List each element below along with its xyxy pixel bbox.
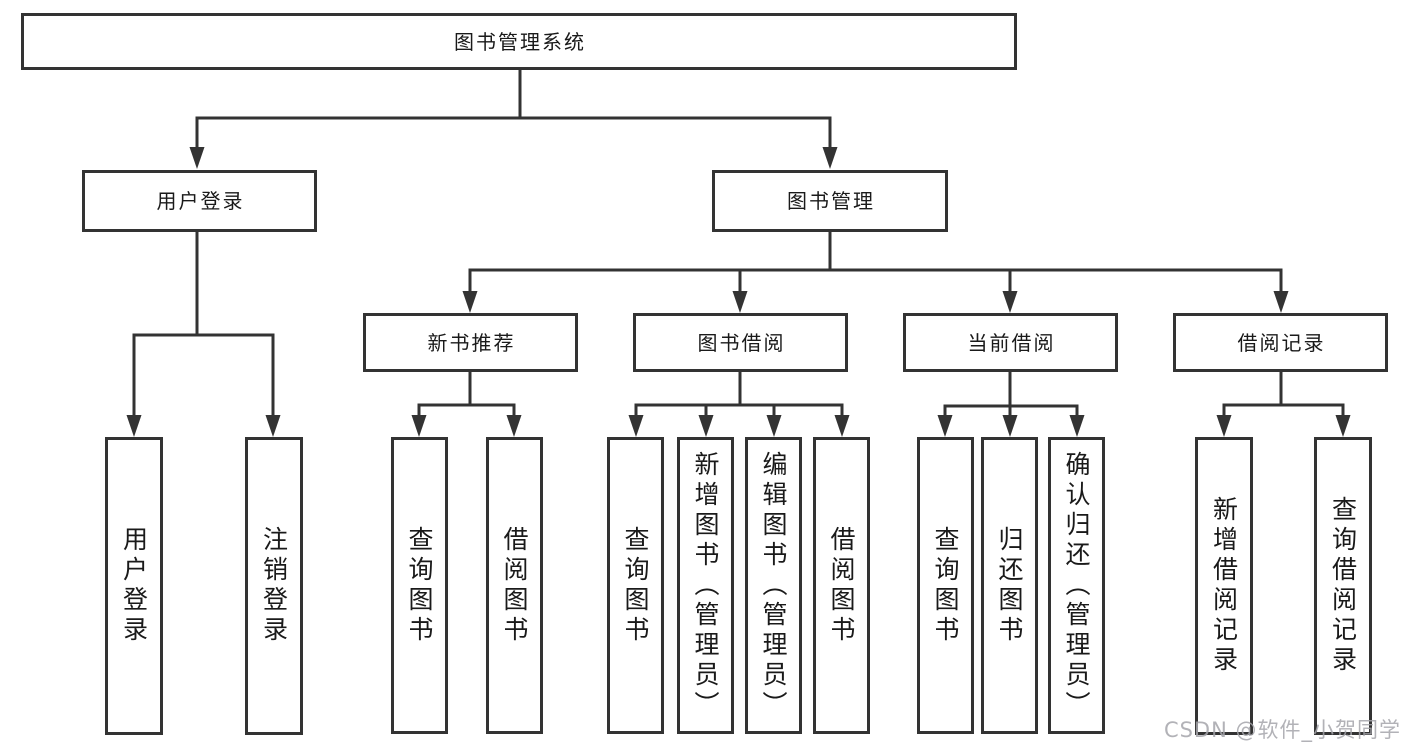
node-current-borrowing: 当前借阅	[903, 313, 1118, 372]
node-user-login: 用户登录	[82, 170, 317, 232]
leaf-query-books-borrowing: 查询图书	[607, 437, 664, 734]
leaf-query-books-current: 查询图书	[917, 437, 974, 734]
leaf-return-books: 归还图书	[981, 437, 1038, 734]
leaf-borrow-books-recommend: 借阅图书	[486, 437, 543, 734]
node-borrowing-records: 借阅记录	[1173, 313, 1388, 372]
leaf-query-borrow-record: 查询借阅记录	[1314, 437, 1372, 735]
node-library-management-system: 图书管理系统	[21, 13, 1017, 70]
leaf-query-books-recommend: 查询图书	[391, 437, 448, 734]
leaf-edit-books-admin: 编辑图书（管理员）	[745, 437, 802, 734]
arrowheads	[126, 147, 1351, 437]
node-book-management: 图书管理	[712, 170, 948, 232]
csdn-watermark: CSDN @软件_小贺同学	[1163, 718, 1401, 742]
connector-edges	[132, 69, 1345, 419]
leaf-confirm-return-admin: 确认归还（管理员）	[1048, 437, 1105, 734]
leaf-add-books-admin: 新增图书（管理员）	[677, 437, 734, 734]
leaf-add-borrow-record: 新增借阅记录	[1195, 437, 1253, 735]
leaf-user-login: 用户登录	[105, 437, 163, 735]
leaf-borrow-books: 借阅图书	[813, 437, 870, 734]
leaf-logout: 注销登录	[245, 437, 303, 735]
node-book-borrowing: 图书借阅	[633, 313, 848, 372]
node-new-book-recommendation: 新书推荐	[363, 313, 578, 372]
